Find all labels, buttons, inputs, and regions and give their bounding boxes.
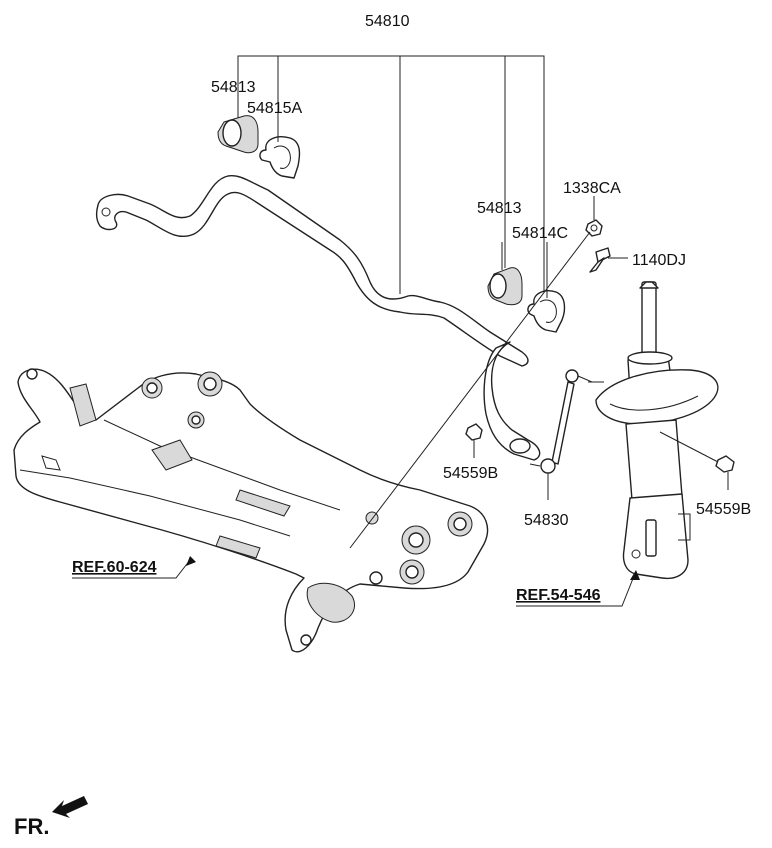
front-direction-arrow-icon bbox=[52, 796, 88, 818]
label-nut-top: 1338CA bbox=[563, 180, 621, 197]
label-bushing-right: 54813 bbox=[477, 200, 522, 217]
bracket-left-part bbox=[259, 136, 301, 179]
label-stabilizer-bar: 54810 bbox=[365, 13, 410, 30]
nut-strut-part bbox=[715, 455, 735, 473]
bracket-right-part bbox=[527, 290, 566, 333]
ref-strut[interactable]: REF.54-546 bbox=[516, 587, 601, 604]
subframe-part bbox=[13, 368, 489, 653]
stabilizer-link-part bbox=[529, 369, 593, 474]
label-nut-strut: 54559B bbox=[696, 501, 751, 518]
label-link: 54830 bbox=[524, 512, 569, 529]
bushing-right-part bbox=[487, 267, 523, 306]
bushing-left-part bbox=[217, 115, 259, 154]
label-bolt: 1140DJ bbox=[632, 252, 686, 269]
label-nut-link: 54559B bbox=[443, 465, 498, 482]
stabilizer-bar bbox=[95, 175, 541, 461]
orientation-label: FR. bbox=[14, 814, 49, 839]
label-bracket-right: 54814C bbox=[512, 225, 568, 242]
nut-link-part bbox=[465, 423, 483, 441]
leader-lines bbox=[72, 55, 729, 607]
strut-assembly bbox=[595, 281, 719, 580]
label-bracket-left: 54815A bbox=[247, 100, 302, 117]
bolt-part bbox=[589, 247, 611, 273]
ref-subframe[interactable]: REF.60-624 bbox=[72, 559, 157, 576]
label-bushing-left: 54813 bbox=[211, 79, 256, 96]
